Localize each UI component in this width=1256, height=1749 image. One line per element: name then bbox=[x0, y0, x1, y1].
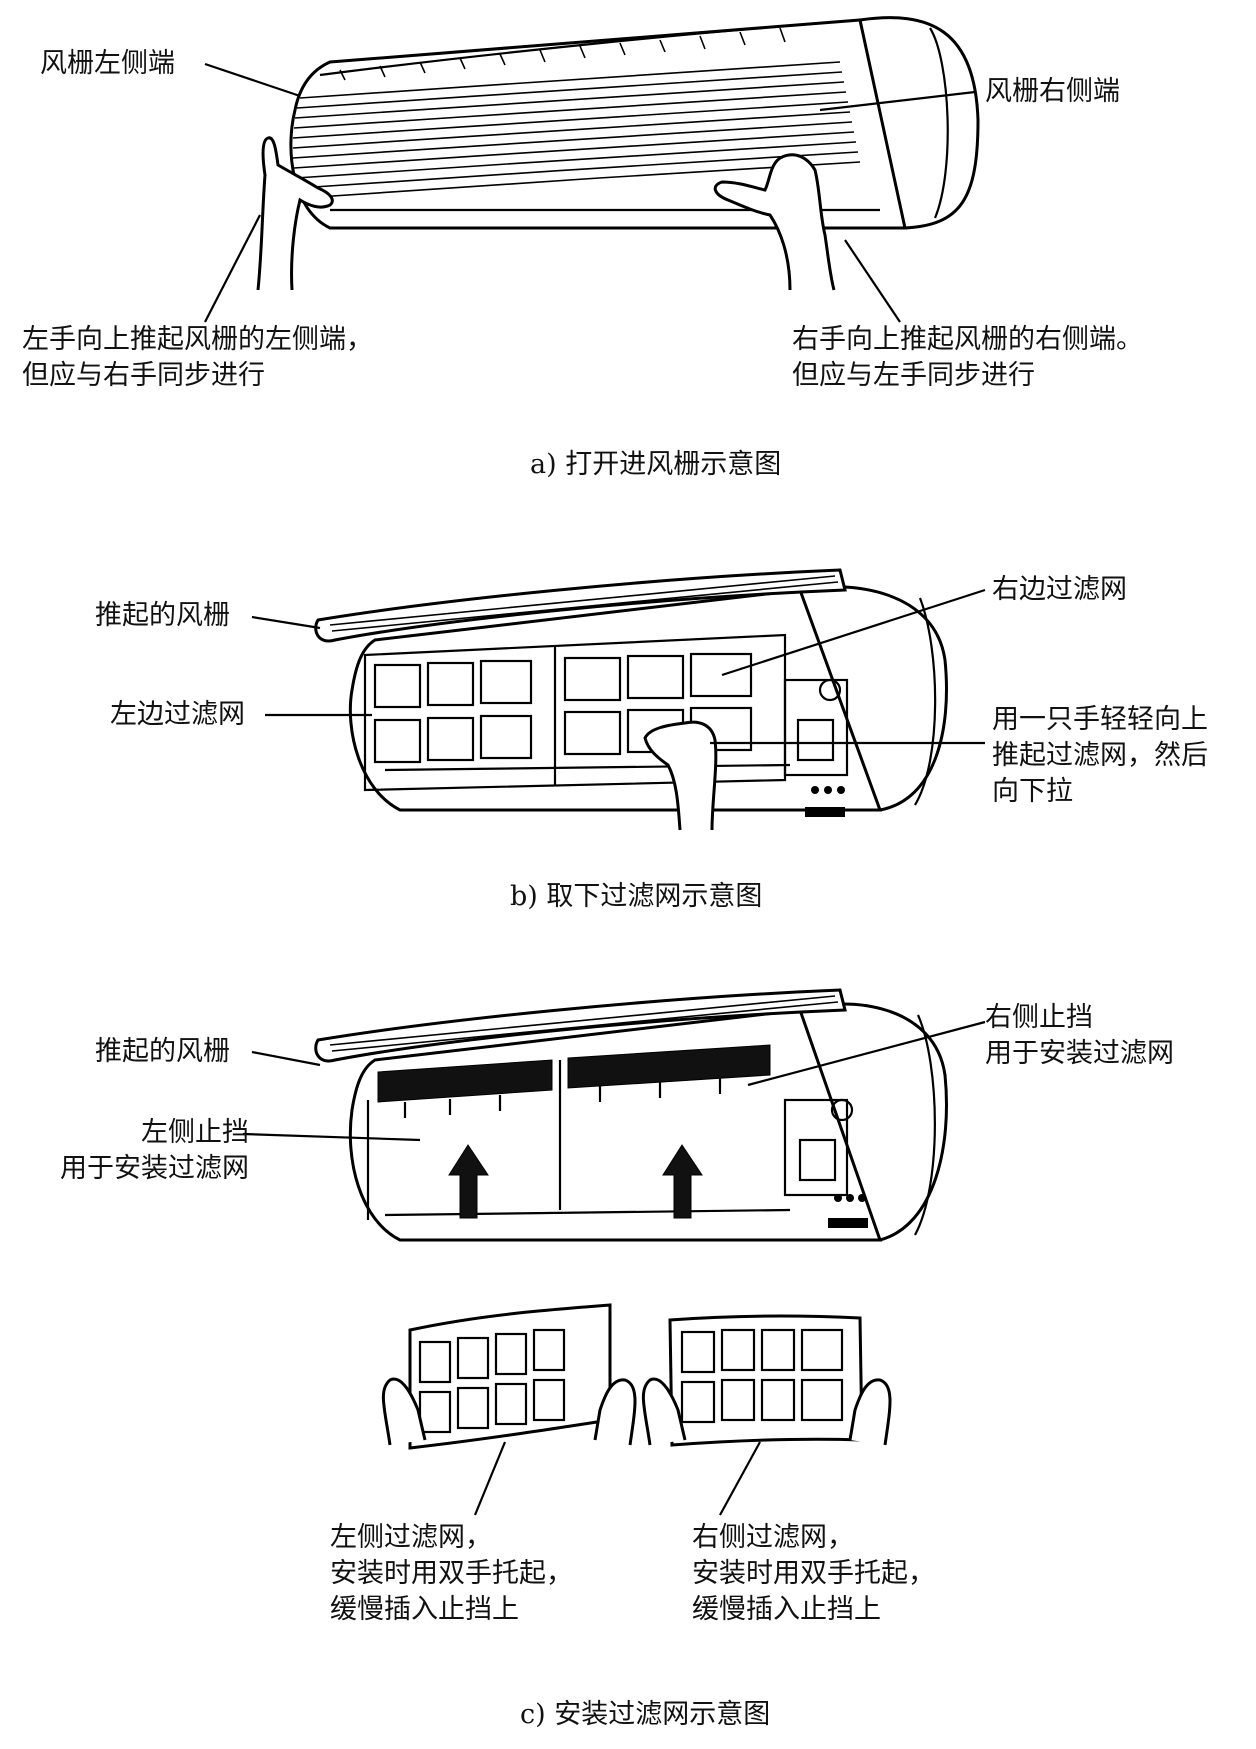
panel-c-illustration bbox=[242, 988, 986, 1516]
up-arrow-right bbox=[662, 1144, 703, 1219]
right-stop-band bbox=[567, 1044, 771, 1089]
raised-grille-slats-c bbox=[329, 995, 839, 1052]
note-one-hand-pull: 用一只手轻轻向上 推起过滤网，然后 向下拉 bbox=[992, 704, 1208, 807]
label-raised-grille-c: 推起的风栅 bbox=[95, 1036, 230, 1067]
control-box-c bbox=[783, 1098, 849, 1197]
note-right-hand-push: 右手向上推起风栅的右侧端。 但应与左手同步进行 bbox=[792, 324, 1143, 391]
label-right-stop: 右侧止挡 用于安装过滤网 bbox=[985, 1002, 1174, 1069]
label-left-filter-b: 左边过滤网 bbox=[110, 699, 245, 730]
caption-c: c) 安装过滤网示意图 bbox=[520, 1699, 771, 1730]
up-arrow-left bbox=[448, 1144, 489, 1219]
left-filter-cells-b bbox=[373, 659, 533, 764]
right-filter-held bbox=[641, 1314, 892, 1447]
caption-b: b) 取下过滤网示意图 bbox=[510, 881, 763, 912]
raised-grille-slats-b bbox=[329, 575, 839, 632]
label-left-stop: 左侧止挡 用于安装过滤网 bbox=[60, 1117, 249, 1184]
top-grille-slots bbox=[339, 27, 786, 81]
left-stop-band bbox=[377, 1059, 553, 1103]
label-raised-grille-b: 推起的风栅 bbox=[95, 600, 230, 631]
left-hand-a bbox=[256, 136, 334, 291]
left-filter-held bbox=[381, 1303, 637, 1450]
note-left-filter-install: 左侧过滤网， 安装时用双手托起， 缓慢插入止挡上 bbox=[330, 1522, 573, 1625]
label-grille-left-end: 风栅左侧端 bbox=[40, 48, 175, 79]
panel-b-illustration bbox=[251, 568, 986, 831]
control-box-b bbox=[783, 678, 849, 777]
panel-a-illustration bbox=[204, 16, 980, 323]
note-left-hand-push: 左手向上推起风栅的左侧端， 但应与右手同步进行 bbox=[22, 324, 373, 391]
hand-b bbox=[643, 720, 718, 831]
note-right-filter-install: 右侧过滤网， 安装时用双手托起， 缓慢插入止挡上 bbox=[692, 1522, 935, 1625]
right-hand-a bbox=[713, 153, 836, 291]
stop-tabs bbox=[403, 1078, 722, 1118]
label-grille-right-end: 风栅右侧端 bbox=[985, 76, 1120, 107]
label-right-filter-b: 右边过滤网 bbox=[992, 574, 1127, 605]
caption-a: a) 打开进风栅示意图 bbox=[530, 449, 782, 480]
